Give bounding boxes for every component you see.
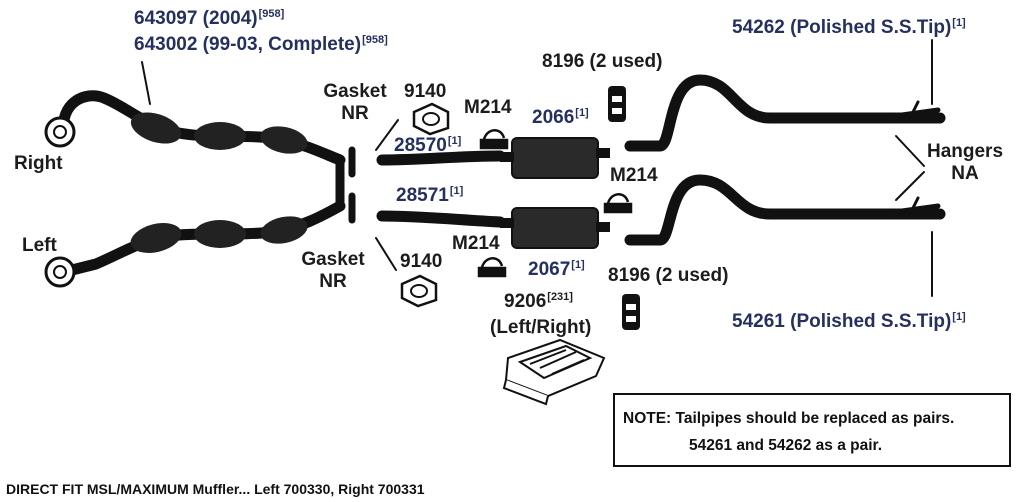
part-54262: 54262 (Polished S.S.Tip)[1] [732,16,966,38]
part-2067: 2067[1] [528,258,585,280]
right-flange-ring [44,116,76,148]
tailpipe-54261-tip [877,203,941,217]
clamp-m214-top-icon [479,129,509,150]
part-m214-mid: M214 [610,165,658,186]
hanger-8196-top-icon [608,86,626,122]
label-left: Left [22,235,57,256]
left-flange-ring [44,256,76,288]
part-643097: 643097 (2004)[958] [134,7,285,29]
part-2066: 2066[1] [532,106,589,128]
part-643002: 643002 (99-03, Complete)[958] [134,33,388,55]
gasket-9140-top-icon [412,102,450,136]
part-8196-bottom: 8196 (2 used) [608,265,729,286]
note-line-2: 54261 and 54262 as a pair. [689,437,883,454]
muffler-2066 [500,137,610,179]
pipe-28571 [376,210,506,228]
pipe-28570 [376,150,506,166]
left-converters [130,216,308,253]
footer-text: DIRECT FIT MSL/MAXIMUM Muffler... Left 7… [6,481,425,497]
clamp-m214-bottom-icon [477,257,507,278]
part-28571: 28571[1] [396,184,464,206]
part-54261: 54261 (Polished S.S.Tip)[1] [732,310,966,332]
note-line-1: NOTE: Tailpipes should be replaced as pa… [623,410,955,427]
part-9140-bottom: 9140 [400,251,443,272]
part-28570: 28570[1] [394,134,462,156]
right-converters [130,112,308,154]
hanger-8196-bottom-icon [622,294,640,330]
note-box: NOTE: Tailpipes should be replaced as pa… [613,393,1011,467]
part-9206-subtitle: (Left/Right) [490,317,592,338]
part-m214-bottom: M214 [452,233,500,254]
part-9206: 9206[231] [504,290,573,312]
tailpipe-54262-tip [877,107,941,121]
heat-shield-9206-icon [502,338,606,406]
tailpipe-54262 [624,74,946,152]
leader-gasket-top [375,119,399,151]
leader-643097 [141,61,151,105]
part-8196-top: 8196 (2 used) [542,51,663,72]
tailpipe-54261 [624,174,946,246]
tailpipe-hook-top [908,100,920,120]
part-m214-top: M214 [464,97,512,118]
muffler-2067 [500,207,610,249]
leader-hangers [895,135,925,201]
gasket-9140-bottom-icon [400,274,438,308]
part-9140-top: 9140 [404,81,447,102]
label-right: Right [14,153,63,174]
leader-gasket-bot [375,237,397,271]
tailpipe-hook-bot [908,196,920,216]
clamp-m214-mid-icon [603,193,633,214]
